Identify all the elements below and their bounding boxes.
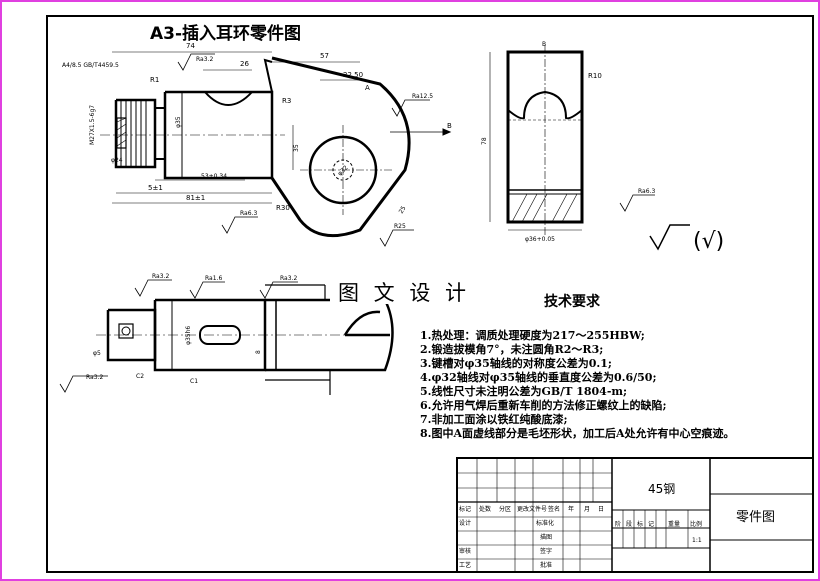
c1-label: C1 <box>190 378 198 385</box>
tech-req-item: 3.键槽对φ35轴线的对称度公差为0.1; <box>420 356 612 370</box>
bottom-ra-1-6: Ra1.6 <box>205 275 222 282</box>
header-cell: 签名 <box>548 505 560 513</box>
header-cell: 处数 <box>479 505 491 513</box>
mid-row: 描图 <box>540 533 552 541</box>
dim-78: 78 <box>481 137 488 145</box>
dim-53: 53±0.34 <box>201 173 227 180</box>
dim-5: 5±1 <box>148 184 163 192</box>
stage-cell: 标 <box>637 520 643 528</box>
bottom-ra-3-2-c: Ra3.2 <box>86 374 103 381</box>
dim-57: 57 <box>320 52 329 60</box>
surface-mark-text: (√) <box>693 229 724 254</box>
dim-22-50: 22.50 <box>343 71 363 79</box>
tech-req-item: 2.锻造拔模角7°，未注圆角R2～R3; <box>420 342 603 356</box>
stage-cell: 比例 <box>690 520 702 528</box>
r1-label: R1 <box>150 76 159 84</box>
side-phi36: φ36+0.05 <box>525 236 555 243</box>
r25-label: R25 <box>394 223 406 230</box>
bottom-view-labels: Ra3.2 Ra1.6 Ra3.2 Ra3.2 C2 C1 φ5 8 φ35h6 <box>86 273 297 385</box>
dim-25: 25 <box>398 205 408 215</box>
tech-req-heading: 技术要求 <box>544 293 601 310</box>
c2-label: C2 <box>136 373 144 380</box>
r10-label: R10 <box>588 72 602 80</box>
main-view-labels: 74 57 26 22.50 Ra3.2 Ra12.5 Ra6.3 R25 R1… <box>62 42 452 230</box>
surface-finish-symbol <box>649 224 690 251</box>
header-cell: 更改文件号 <box>517 505 547 513</box>
tech-req-item: 4.φ32轴线对φ35轴线的垂直度公差为0.6/50; <box>420 370 657 384</box>
keyway <box>204 91 253 106</box>
side-b-label: B <box>542 41 546 48</box>
center-hole <box>116 117 127 149</box>
mid-row: 标准化 <box>536 519 554 527</box>
mid-row: 签字 <box>540 547 552 555</box>
thread-end <box>114 98 157 169</box>
material: 45钢 <box>648 482 675 496</box>
header-cell: 月 <box>584 506 590 513</box>
main-view <box>100 51 452 247</box>
gb-label: A4/8.5 GB/T4459.5 <box>62 62 119 69</box>
dim-81: 81±1 <box>186 194 205 202</box>
scale-value: 1:1 <box>692 537 702 544</box>
bottom-phi35: φ35h6 <box>185 326 192 345</box>
tech-req-item: 6.允许用气焊后重新车削的方法修正螺纹上的缺陷; <box>420 398 667 412</box>
bottom-hole <box>118 323 134 339</box>
r30-label: R30 <box>276 204 290 212</box>
dim-35: 35 <box>293 144 300 152</box>
dim-26: 26 <box>240 60 249 68</box>
ra-6-3-bottom: Ra6.3 <box>240 210 257 217</box>
stage-cell: 记 <box>648 521 654 528</box>
r3-label: R3 <box>282 97 291 105</box>
stage-cell: 段 <box>626 520 632 528</box>
title-block-frame <box>456 457 814 573</box>
side-view <box>489 45 655 236</box>
drawing-border <box>46 15 814 573</box>
dim-8: 8 <box>255 350 262 354</box>
bottom-ra-3-2-b: Ra3.2 <box>280 275 297 282</box>
tech-req-item: 5.线性尺寸未注明公差为GB/T 1804-m; <box>420 384 627 398</box>
ra-mark <box>177 53 215 71</box>
header-cell: 年 <box>568 505 574 513</box>
header-cell: 日 <box>598 506 604 513</box>
thread-label: M27X1.5-6g7 <box>89 105 96 145</box>
title-block-text: 45钢 零件图 标记 处数 分区 更改文件号 签名 年 月 日 设计 审核 工艺… <box>459 482 775 569</box>
phi32-label: φ32 <box>336 164 349 177</box>
mid-row: 批准 <box>540 561 552 569</box>
ra-12-5: Ra12.5 <box>412 93 433 100</box>
groove <box>154 107 166 160</box>
watermark-bg <box>330 278 490 304</box>
header-cell: 分区 <box>499 505 511 513</box>
bottom-keyway <box>199 325 241 345</box>
stage-cell: 阶 <box>615 520 621 528</box>
side-hatch <box>511 193 528 223</box>
bottom-ra-3-2-a: Ra3.2 <box>152 273 169 280</box>
arm <box>270 56 411 238</box>
left-row: 设计 <box>459 519 471 527</box>
phi35-label: φ35 <box>175 116 182 128</box>
header-cell: 标记 <box>459 505 471 513</box>
left-row: 工艺 <box>459 561 471 569</box>
stage-cell: 重量 <box>668 520 680 528</box>
part-name: 零件图 <box>736 510 775 525</box>
groove-label: φ24 <box>111 157 123 164</box>
a-label: A <box>365 84 370 92</box>
title-block <box>456 457 814 573</box>
side-ra-6-3: Ra6.3 <box>638 188 655 195</box>
tech-req-item: 7.非加工面涂以铁红纯酸底漆; <box>420 412 568 426</box>
tech-req-item: 1.热处理：调质处理硬度为217～255HBW; <box>420 328 645 342</box>
b-label: B <box>447 122 452 130</box>
side-view-labels: R10 Ra6.3 78 φ36+0.05 B <box>481 41 655 243</box>
phi5-label: φ5 <box>93 350 101 357</box>
left-row: 审核 <box>459 547 471 555</box>
ra-3-2-top: Ra3.2 <box>196 56 213 63</box>
watermark: 图 文 设 计 <box>338 281 470 305</box>
tech-req-item: 8.图中A面虚线部分是毛坯形状，加工后A处允许有中心空痕迹。 <box>420 426 735 440</box>
sheet-title: A3-插入耳环零件图 <box>150 23 301 44</box>
tech-req-list: 1.热处理：调质处理硬度为217～255HBW; 2.锻造拔模角7°，未注圆角R… <box>420 328 735 440</box>
dim-74: 74 <box>186 42 195 50</box>
